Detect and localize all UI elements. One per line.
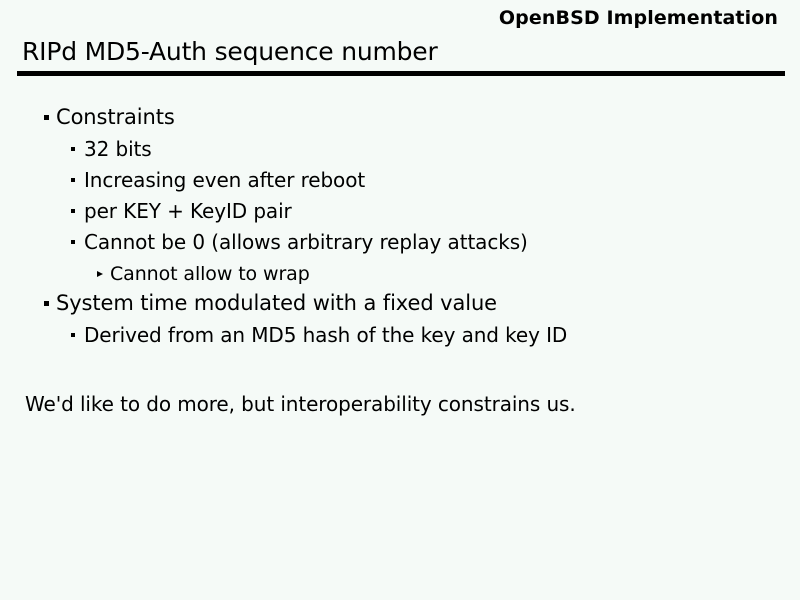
list-item-label: per KEY + KeyID pair — [84, 199, 292, 223]
list-item: Increasing even after reboot — [0, 166, 800, 197]
page-title: RIPd MD5-Auth sequence number — [22, 37, 438, 66]
list-item: 32 bits — [0, 135, 800, 166]
list-item: Derived from an MD5 hash of the key and … — [0, 321, 800, 352]
square-bullet-icon — [71, 333, 75, 337]
list-item: per KEY + KeyID pair — [0, 197, 800, 228]
list-item-label: 32 bits — [84, 137, 152, 161]
title-divider — [17, 71, 785, 76]
list-item: Cannot be 0 (allows arbitrary replay att… — [0, 228, 800, 259]
square-bullet-icon — [71, 240, 75, 244]
square-bullet-icon — [44, 301, 49, 306]
square-bullet-icon — [71, 209, 75, 213]
list-item: Constraints — [0, 104, 800, 135]
bullet-list: Constraints 32 bits Increasing even afte… — [0, 104, 800, 352]
list-item: System time modulated with a fixed value — [0, 290, 800, 321]
square-bullet-icon — [44, 115, 49, 120]
list-item-label: Constraints — [56, 105, 175, 129]
closing-statement: We'd like to do more, but interoperabili… — [25, 392, 576, 416]
list-item: Cannot allow to wrap — [0, 259, 800, 290]
list-item-label: Increasing even after reboot — [84, 168, 366, 192]
square-bullet-icon — [71, 147, 75, 151]
list-item-label: Cannot be 0 (allows arbitrary replay att… — [84, 230, 528, 254]
list-item-label: Derived from an MD5 hash of the key and … — [84, 323, 568, 347]
slide-eyebrow-label: OpenBSD Implementation — [498, 7, 778, 29]
list-item-label: Cannot allow to wrap — [110, 263, 310, 285]
triangle-bullet-icon — [97, 271, 103, 277]
square-bullet-icon — [71, 178, 75, 182]
list-item-label: System time modulated with a fixed value — [56, 291, 497, 315]
